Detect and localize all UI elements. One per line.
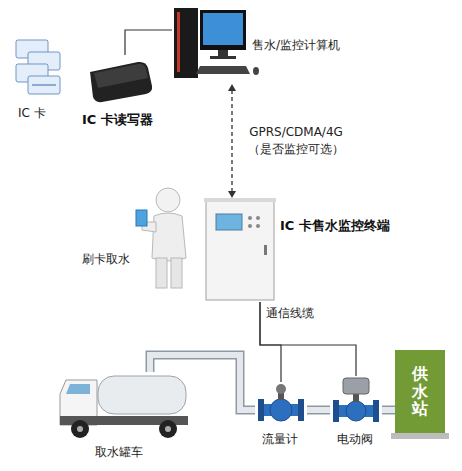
flow-meter-icon (258, 384, 304, 421)
cable-label: 通信线缆 (266, 305, 314, 322)
pipe-inner (382, 407, 395, 413)
node-label: 电动阀 (337, 432, 373, 446)
card-stripe (32, 84, 56, 86)
body (152, 213, 186, 261)
wheel (159, 420, 177, 438)
terminal-node: IC 卡售水监控终端 (203, 198, 408, 302)
terminal-cabinet-icon (204, 198, 276, 300)
node-label: IC 卡读写器 (82, 112, 153, 128)
keyboard (196, 66, 250, 74)
actuator (343, 378, 369, 394)
leg (156, 258, 167, 288)
monitor-stand (218, 50, 228, 56)
dashed-line (231, 90, 232, 192)
cable (125, 30, 172, 55)
node-label: 刷卡取水 (82, 252, 130, 266)
mouse (253, 67, 259, 75)
node-label: 售水/监控计算机 (252, 38, 340, 52)
electric-valve-icon (333, 378, 379, 422)
hub (77, 426, 83, 432)
node-label: IC 卡 (18, 106, 46, 120)
arrowhead (228, 191, 236, 198)
lock (264, 245, 267, 255)
station-base (391, 433, 449, 439)
pipe-outer (307, 406, 330, 415)
button (248, 216, 252, 220)
flange (373, 400, 379, 422)
cabinet (206, 200, 274, 300)
leg (171, 258, 182, 288)
button (256, 216, 260, 220)
monitor (200, 10, 246, 50)
monitor-base (210, 56, 236, 59)
card (28, 76, 60, 94)
flange (258, 399, 264, 421)
card-node: IC 卡 (12, 36, 70, 122)
pc-stripe (177, 12, 180, 72)
pipe-inner (307, 407, 330, 413)
node-label: 取水罐车 (95, 445, 143, 459)
ic-cards-icon (16, 40, 60, 94)
valve-node: 电动阀 (330, 376, 382, 450)
head (156, 188, 180, 212)
wheel (71, 420, 89, 438)
pipe-outer (382, 406, 395, 415)
hub (165, 426, 171, 432)
supply-station-node: 供水站 (395, 350, 445, 433)
tanker-truck-icon (60, 376, 188, 438)
reader-body (90, 62, 152, 102)
flange (298, 399, 304, 421)
edge-label: GPRS/CDMA/4G （是否监控可选） (238, 123, 354, 160)
button (256, 224, 260, 228)
pc-tower (174, 8, 198, 78)
reader-top (94, 64, 148, 88)
reader-node: IC 卡读写器 (80, 55, 162, 130)
button (248, 224, 252, 228)
cable (260, 302, 356, 376)
card-reader-icon (90, 62, 152, 102)
arrowhead (228, 84, 236, 91)
station-label: 供水站 (412, 365, 428, 418)
cab-window (66, 384, 90, 394)
screen (203, 13, 243, 45)
wireless-link (228, 84, 236, 198)
node-label: IC 卡售水监控终端 (280, 218, 390, 234)
terminal-screen (216, 214, 242, 230)
held-card (136, 210, 147, 226)
cable-line (125, 30, 172, 55)
node-label: 流量计 (262, 432, 298, 446)
water-pipe (382, 410, 395, 411)
sensor-head (276, 384, 286, 394)
person-figure (136, 188, 186, 288)
person-node: 刷卡取水 (80, 185, 195, 295)
flow-meter-node: 流量计 (255, 382, 307, 450)
water-pipe (307, 410, 330, 411)
truck-node: 取水罐车 (55, 372, 190, 462)
valve-body (346, 401, 366, 421)
meter-body (270, 399, 292, 421)
flange (333, 400, 339, 422)
cabinet-lip (204, 198, 276, 202)
tank (98, 376, 186, 414)
computer-node: 售水/监控计算机 (172, 4, 357, 84)
computer-icon (174, 8, 259, 78)
cable-line (260, 302, 356, 376)
